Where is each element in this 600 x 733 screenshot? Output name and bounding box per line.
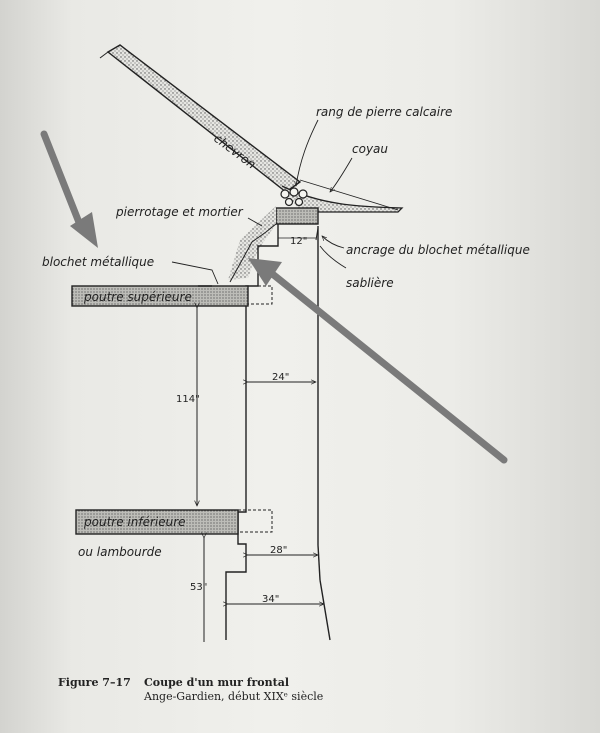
- dim-34: 34": [262, 594, 279, 605]
- dimension-labels: 12" 24" 114" 28" 53" 34": [176, 236, 307, 605]
- label-leaders: [247, 119, 353, 269]
- label-rang-de-pierre: rang de pierre calcaire: [316, 105, 452, 119]
- pierrotage-mortar: [228, 206, 277, 283]
- wall-outline: [225, 224, 331, 641]
- limestone-course: [280, 187, 308, 207]
- label-coyau: coyau: [352, 142, 388, 156]
- dim-53: 53": [190, 582, 207, 593]
- figure-caption: Figure 7–17 Coupe d'un mur frontal Ange-…: [58, 676, 458, 703]
- text-labels: chevron rang de pierre calcaire coyau pi…: [42, 105, 530, 559]
- dim-28: 28": [270, 545, 287, 556]
- label-sabliere: sablière: [346, 276, 394, 290]
- dim-12: 12": [290, 236, 307, 247]
- label-poutre-superieure: poutre supérieure: [83, 290, 192, 304]
- label-lambourde: ou lambourde: [78, 545, 162, 559]
- dimension-lines: [197, 237, 324, 642]
- arrow-head-left: [70, 212, 98, 248]
- arrow-head-right: [248, 258, 282, 286]
- figure-title: Coupe d'un mur frontal: [144, 676, 290, 689]
- label-poutre-inferieure: poutre inférieure: [83, 515, 186, 529]
- label-ancrage: ancrage du blochet métallique: [346, 243, 530, 257]
- dim-114: 114": [176, 394, 200, 405]
- blochet-metallique: [171, 261, 219, 287]
- figure-number: Figure 7–17: [58, 676, 131, 689]
- upper-beam: [71, 285, 273, 307]
- sabliere-plate: [275, 207, 319, 225]
- chevron-rafter: [99, 44, 302, 193]
- label-pierrotage: pierrotage et mortier: [115, 205, 244, 219]
- dim-24: 24": [272, 372, 289, 383]
- lower-beam: [75, 509, 273, 535]
- label-blochet: blochet métallique: [42, 255, 154, 269]
- annotation-arrows: [40, 130, 508, 464]
- figure-subtitle: Ange-Gardien, début XIXᵉ siècle: [144, 690, 324, 703]
